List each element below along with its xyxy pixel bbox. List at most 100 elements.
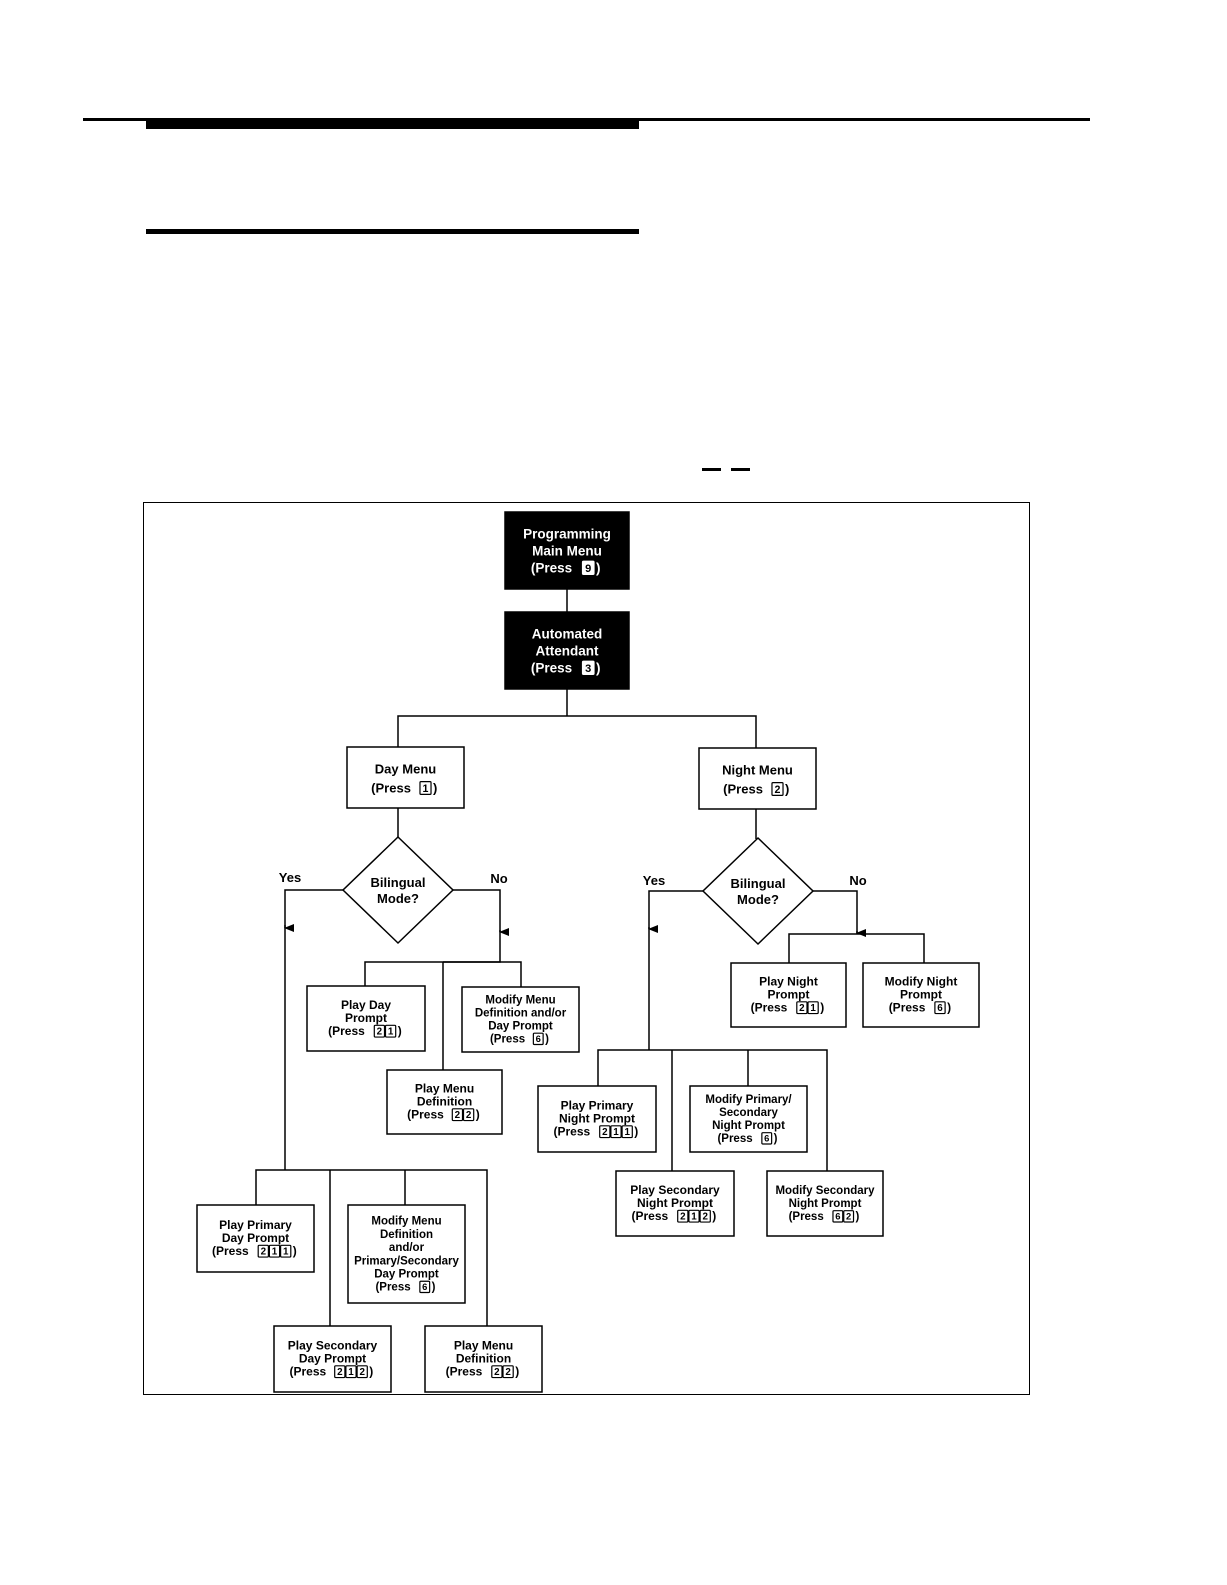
node-label: Prompt [345, 1011, 387, 1025]
decision-label: Mode? [737, 892, 779, 907]
night-yes-label: Yes [643, 873, 665, 888]
press-label: (Press [554, 1125, 591, 1139]
node-label: Play Primary [561, 1099, 634, 1113]
press-close: ) [293, 1244, 297, 1258]
svg-text:2: 2 [377, 1027, 383, 1038]
node-label: Day Menu [375, 761, 436, 776]
svg-text:1: 1 [423, 783, 429, 795]
node-label: Automated [532, 626, 603, 641]
svg-text:1: 1 [348, 1367, 354, 1378]
node-label: and/or [389, 1242, 425, 1254]
node-label: Modify Primary/ [705, 1094, 792, 1106]
svg-text:2: 2 [702, 1212, 708, 1223]
svg-text:2: 2 [466, 1110, 472, 1121]
press-close: ) [398, 1024, 402, 1038]
press-close: ) [596, 660, 601, 675]
node-label: Play Menu [454, 1339, 513, 1353]
key-1-icon: 1 [345, 1365, 357, 1379]
key-2-icon: 2 [491, 1365, 503, 1379]
node-label: Definition [380, 1229, 433, 1241]
node-label: Modify Secondary [775, 1185, 875, 1197]
press-label: (Press [889, 1001, 926, 1015]
svg-text:1: 1 [810, 1003, 816, 1014]
key-2-icon: 2 [699, 1209, 711, 1223]
press-label: (Press [531, 560, 572, 575]
svg-text:1: 1 [388, 1027, 394, 1038]
key-6-icon: 6 [934, 1001, 946, 1015]
svg-text:1: 1 [272, 1247, 278, 1258]
svg-text:2: 2 [602, 1127, 608, 1138]
key-1-icon: 1 [268, 1244, 281, 1258]
svg-text:6: 6 [937, 1003, 943, 1014]
svg-text:6: 6 [835, 1211, 840, 1222]
svg-text:1: 1 [283, 1247, 289, 1258]
node-label: Play Day [341, 998, 391, 1012]
node-label: Play Menu [415, 1082, 474, 1096]
node-label: Prompt [900, 988, 942, 1002]
node-label: Definition and/or [475, 1008, 567, 1020]
connector-lines [255, 589, 925, 1326]
svg-text:1: 1 [691, 1212, 697, 1223]
node-label: Night Menu [722, 762, 793, 777]
node-label: Definition [456, 1352, 511, 1366]
node-label: Attendant [536, 643, 599, 658]
press-label: (Press [328, 1024, 365, 1038]
key-1-icon: 1 [621, 1125, 633, 1139]
dash-mark [702, 468, 721, 471]
node-label: Programming [523, 526, 611, 541]
modify-menu-definition-primary-secondary-box: Modify MenuDefinitionand/orPrimary/Secon… [347, 1204, 466, 1304]
press-close: ) [596, 560, 601, 575]
press-label: (Press [212, 1244, 249, 1258]
press-label: (Press [490, 1034, 525, 1046]
node-label: Play Primary [219, 1218, 292, 1232]
svg-text:2: 2 [455, 1110, 461, 1121]
header-thick-bar [146, 118, 639, 129]
svg-text:6: 6 [764, 1133, 769, 1144]
svg-text:2: 2 [359, 1367, 365, 1378]
key-6-icon: 6 [761, 1132, 773, 1145]
key-2-icon: 2 [771, 782, 784, 796]
key-2-icon: 2 [502, 1365, 514, 1379]
svg-text:9: 9 [585, 563, 591, 575]
node-label: Play Night [759, 975, 818, 989]
press-label: (Press [407, 1108, 444, 1122]
press-label: (Press [632, 1209, 669, 1223]
key-6-icon: 6 [532, 1032, 544, 1046]
press-close: ) [712, 1209, 716, 1223]
node-label: Main Menu [532, 543, 602, 558]
press-close: ) [634, 1125, 638, 1139]
press-label: (Press [717, 1133, 752, 1145]
press-close: ) [432, 1282, 436, 1294]
press-label: (Press [375, 1282, 410, 1294]
key-2-icon: 2 [843, 1210, 855, 1223]
key-9-icon: 9 [581, 560, 595, 576]
key-2-icon: 2 [677, 1209, 689, 1223]
node-label: Day Prompt [299, 1352, 366, 1366]
svg-text:3: 3 [585, 663, 591, 675]
svg-text:2: 2 [775, 784, 781, 796]
press-label: (Press [723, 781, 763, 796]
node-label: Night Prompt [637, 1196, 713, 1210]
key-2-icon: 2 [334, 1365, 346, 1379]
svg-text:2: 2 [337, 1367, 343, 1378]
node-label: Definition [417, 1095, 472, 1109]
svg-text:6: 6 [536, 1033, 541, 1044]
node-label: Modify Night [885, 975, 958, 989]
press-close: ) [856, 1211, 860, 1223]
key-3-icon: 3 [581, 660, 595, 676]
svg-text:2: 2 [505, 1367, 511, 1378]
node-label: Modify Menu [485, 995, 555, 1007]
key-2-icon: 2 [599, 1125, 611, 1139]
key-1-icon: 1 [688, 1209, 700, 1223]
key-1-icon: 1 [419, 781, 432, 795]
press-close: ) [369, 1365, 373, 1379]
section-rule [146, 229, 639, 234]
